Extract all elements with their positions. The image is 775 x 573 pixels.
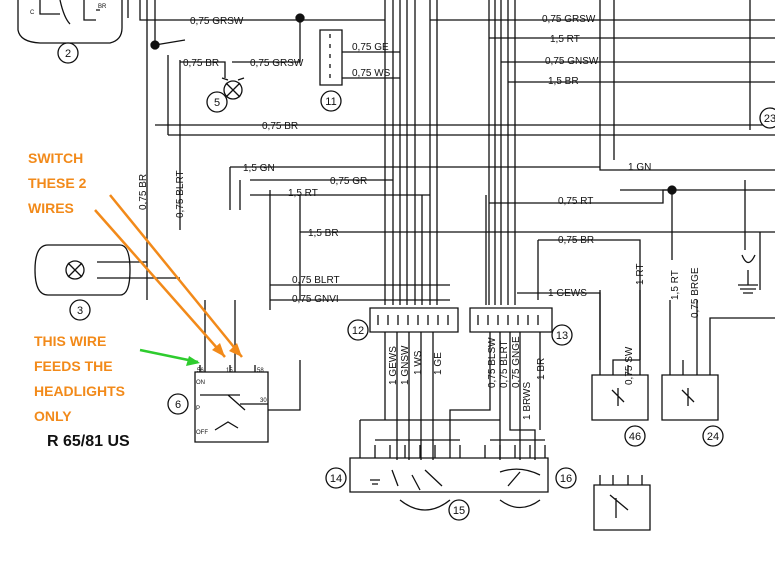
model-label: R 65/81 US (47, 433, 130, 450)
switch-note-line: SWITCH (28, 150, 83, 166)
pin-label: 56 (197, 368, 204, 374)
wire-label: 1,5 RT (550, 34, 580, 45)
component-number-group: 2 5 11 3 6 12 13 14 15 16 46 24 23 (65, 48, 775, 517)
wire-label: 0,75 GR (330, 176, 367, 187)
wire-label: 1 GN (628, 162, 651, 173)
annotation-text-group: SWITCH THESE 2 WIRES THIS WIRE FEEDS THE… (28, 150, 130, 450)
wire-label: 1 WS (413, 350, 424, 375)
wire-label: 1 GEWS (548, 288, 587, 299)
wire-label: 0,75 GNSW (545, 56, 599, 67)
component-number: 5 (214, 97, 220, 109)
wire-label: 1,5 RT (288, 188, 318, 199)
pin-label: ON (196, 380, 205, 386)
wire-label: 0,75 GNGE (511, 336, 522, 388)
component-number: 24 (707, 431, 719, 443)
component-number: 6 (175, 399, 181, 411)
wire-label: 0,75 WS (352, 68, 391, 79)
wire-label: 0,75 BR (138, 174, 149, 210)
wire-label: 0,75 GE (352, 42, 389, 53)
wire-label-group: 0,75 GRSW 0,75 GRSW 1,5 RT 0,75 GNSW 1,5… (183, 14, 651, 305)
switch-note-line: WIRES (28, 200, 74, 216)
wire-label: 1,5 BR (548, 76, 579, 87)
wire-label: 0,75 RT (558, 196, 593, 207)
switch-note-line: THESE 2 (28, 175, 87, 191)
feeds-note-line: THIS WIRE (34, 333, 106, 349)
wire-label: 1 BR (536, 358, 547, 380)
wire-label: 1 RT (635, 264, 646, 286)
pin-label-group: 56 15 58 30 ON P OFF C BR (30, 4, 267, 436)
component-number: 11 (325, 96, 336, 108)
wire-label: 0,75 SW (624, 346, 635, 385)
wire-label: 1,5 BR (308, 228, 339, 239)
wire-label: 0,75 GRSW (250, 58, 304, 69)
vertical-wire-label-group: 0,75 BR 0,75 BLRT 1 RT 1,5 RT 0,75 BRGE … (138, 170, 701, 420)
pin-label: C (30, 10, 35, 16)
feeds-note-line: HEADLIGHTS (34, 383, 125, 399)
annotation-arrows (94, 194, 243, 366)
pin-label: 30 (260, 398, 267, 404)
wire-label: 1,5 GN (243, 163, 275, 174)
wire-label: 0,75 BLSW (487, 337, 498, 388)
wire-label: 0,75 GNVI (292, 294, 339, 305)
wire-label: 1 BRWS (522, 382, 533, 420)
pin-label: 15 (226, 368, 233, 374)
component-number: 15 (453, 505, 465, 517)
wire-label: 1 GE (433, 352, 444, 375)
wire-lines (17, 0, 775, 531)
wire-label: 1 GNSW (400, 345, 411, 385)
pin-label: OFF (196, 430, 208, 436)
pin-label: P (196, 406, 200, 412)
wire-label: 0,75 BLRT (175, 170, 186, 218)
wire-label: 1,5 RT (670, 270, 681, 300)
wire-label: 0,75 BR (183, 58, 219, 69)
pin-label: 58 (257, 368, 264, 374)
feeds-note-line: FEEDS THE (34, 358, 113, 374)
wire-label: 0,75 BLRT (292, 275, 340, 286)
component-number: 16 (560, 473, 572, 485)
component-number: 2 (65, 48, 71, 60)
wire-label: 0,75 BLRT (499, 340, 510, 388)
component-number: 14 (330, 473, 342, 485)
component-circles (57, 42, 775, 521)
component-number: 13 (556, 330, 568, 342)
pin-label: BR (98, 4, 107, 10)
wire-label: 0,75 BRGE (690, 267, 701, 318)
component-number: 46 (629, 431, 641, 443)
wire-label: 0,75 BR (558, 235, 594, 246)
component-number: 3 (77, 305, 83, 317)
wire-label: 0,75 GRSW (190, 16, 244, 27)
feeds-note-line: ONLY (34, 408, 72, 424)
component-number: 23 (764, 113, 775, 125)
wire-label: 0,75 GRSW (542, 14, 596, 25)
component-number: 12 (352, 325, 364, 337)
wire-label: 0,75 BR (262, 121, 298, 132)
wire-label: 1 GEWS (388, 346, 399, 385)
